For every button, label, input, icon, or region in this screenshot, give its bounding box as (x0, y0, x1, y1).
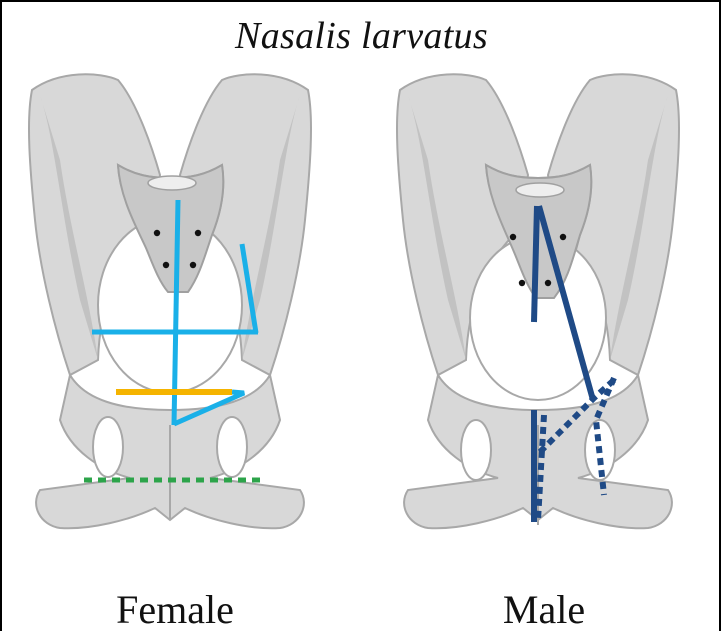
male-label: Male (414, 586, 674, 633)
female-label: Female (45, 586, 305, 633)
male-pelvis (397, 74, 679, 528)
male-sagittal-line (534, 206, 537, 322)
female-pelvis (29, 74, 311, 528)
